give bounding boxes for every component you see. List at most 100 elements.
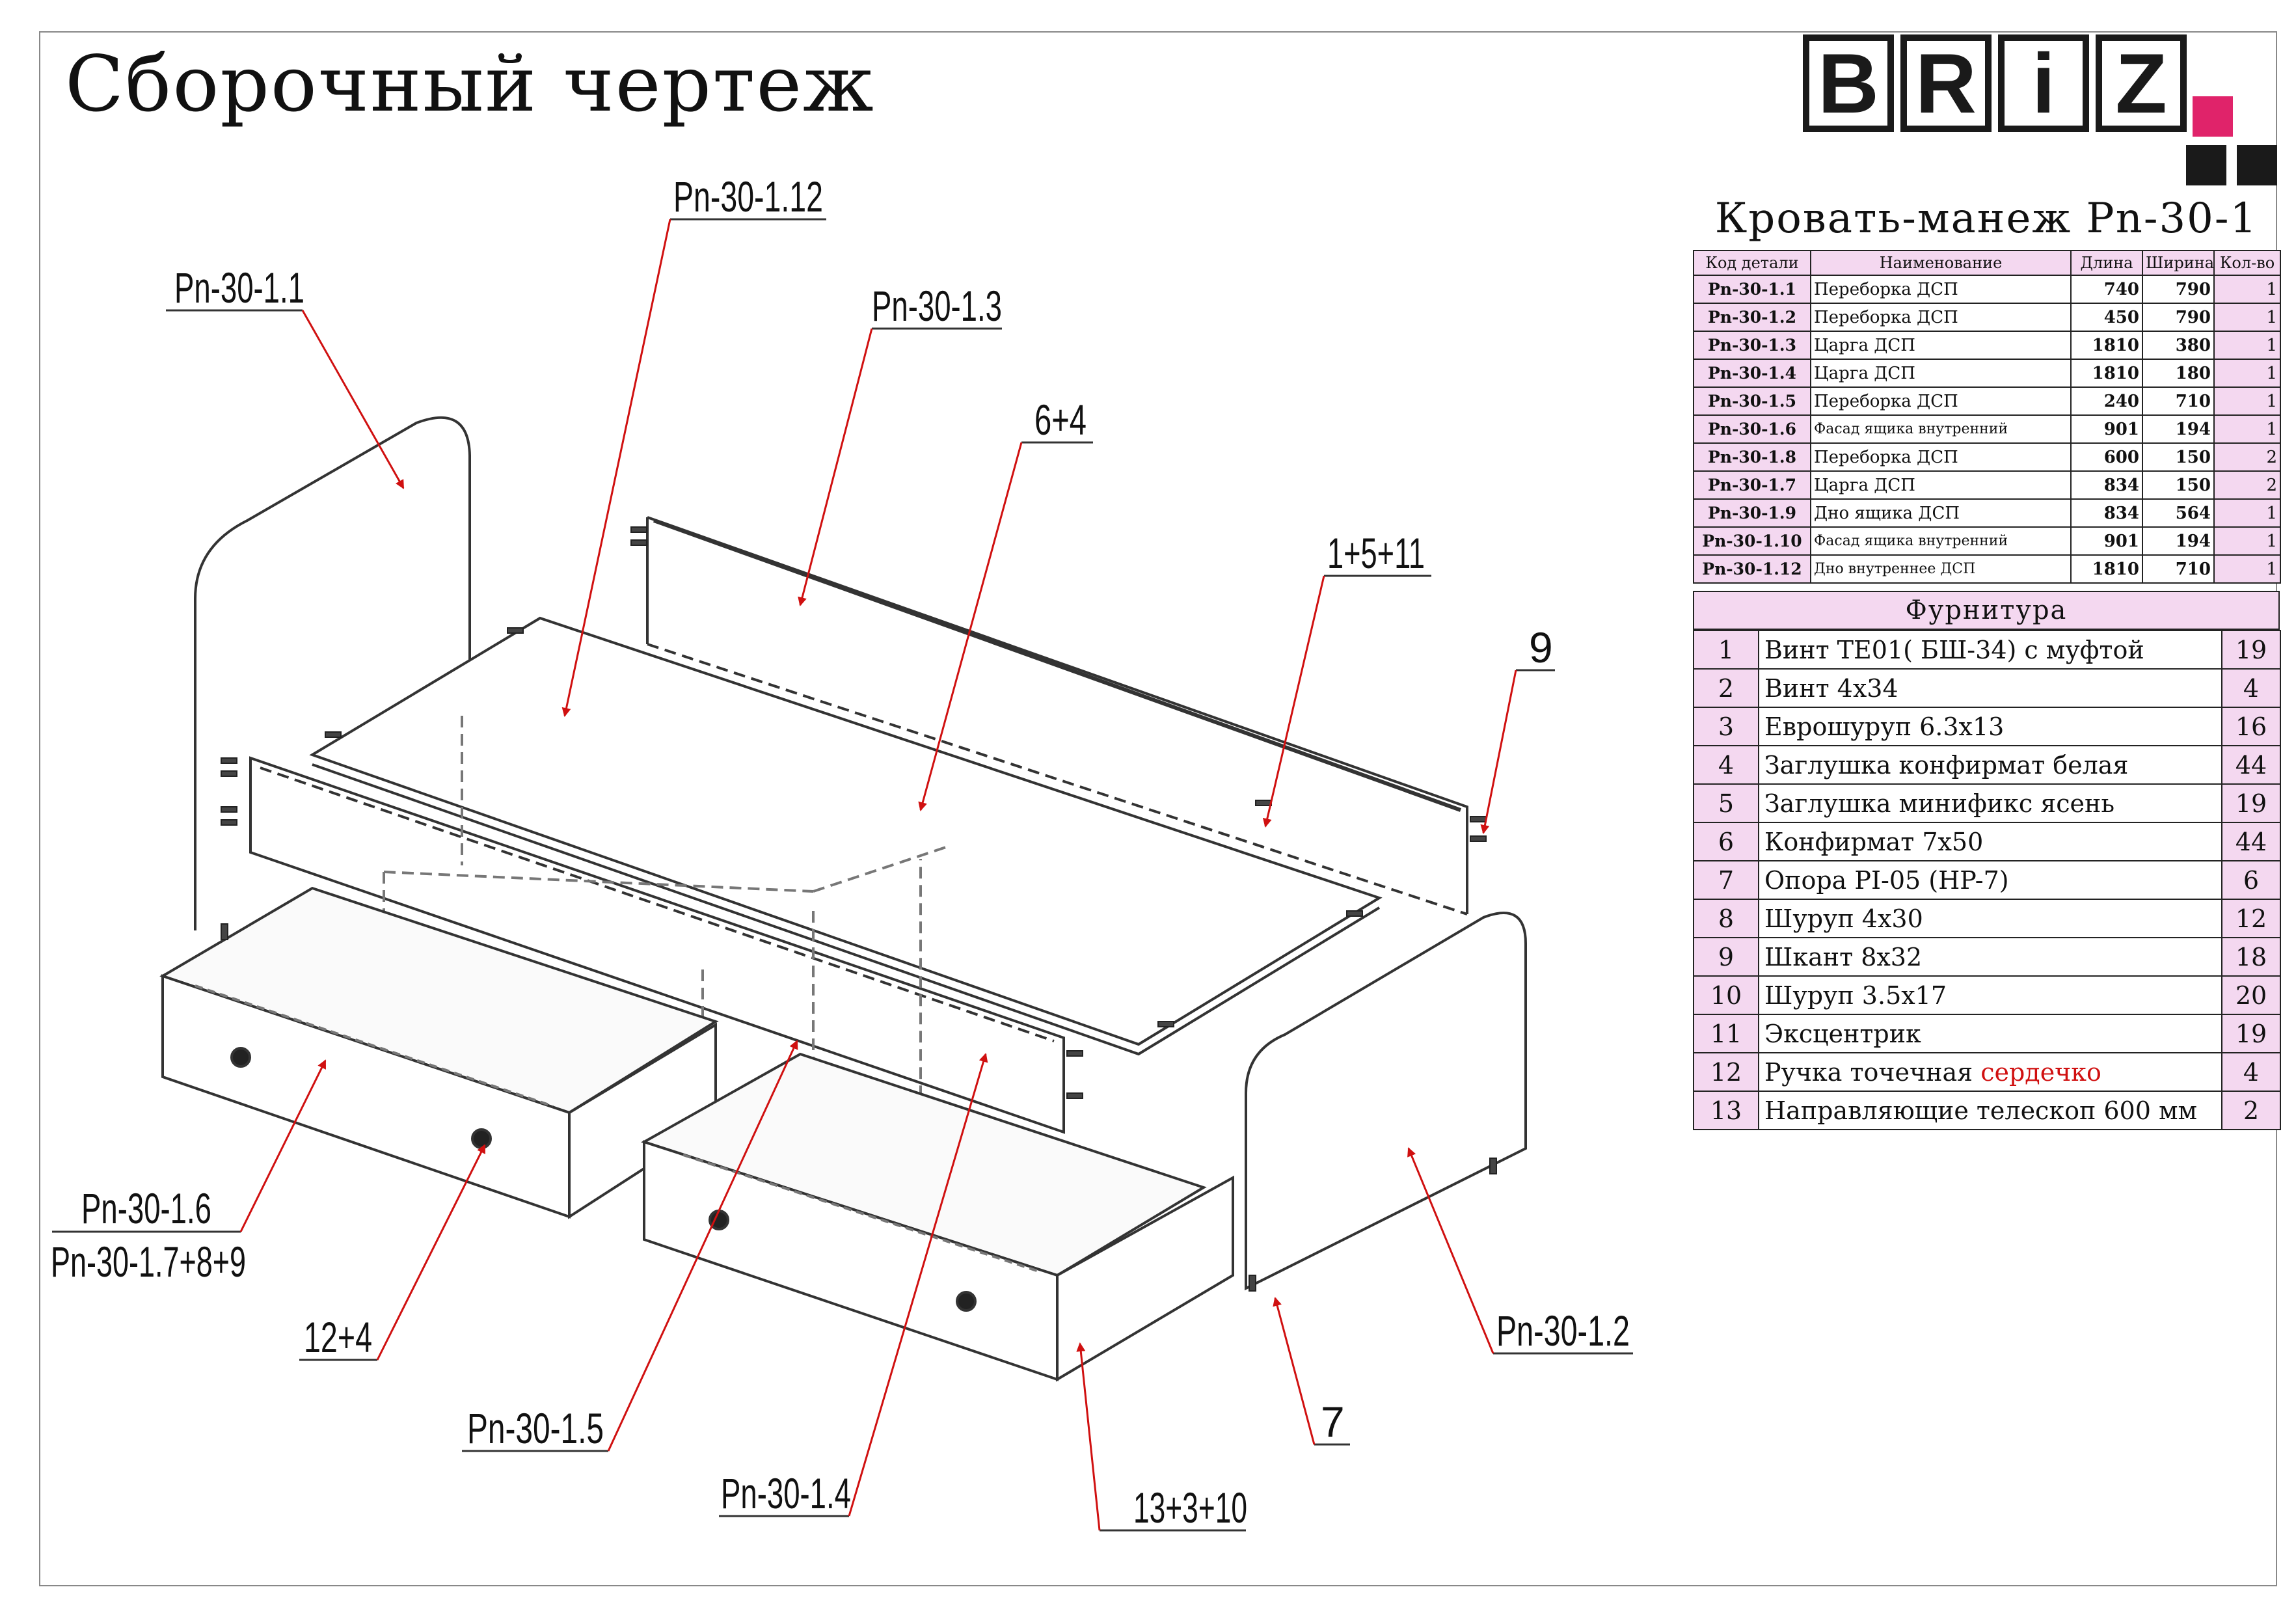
hw-number: 5 bbox=[1693, 783, 1759, 823]
hw-number: 8 bbox=[1693, 899, 1759, 938]
hw-number: 3 bbox=[1693, 707, 1759, 746]
part-length: 901 bbox=[2070, 414, 2143, 444]
leader-1-5-11 bbox=[1262, 575, 1325, 828]
hw-number: 6 bbox=[1693, 822, 1759, 861]
callout-pn-30-1-1: Pn-30-1.1 bbox=[174, 264, 304, 312]
part-qty: 1 bbox=[2213, 359, 2281, 388]
part-name: Фасад ящика внутренний bbox=[1810, 414, 2072, 444]
part-width: 710 bbox=[2142, 386, 2215, 416]
hardware-title: Фурнитура bbox=[1693, 591, 2280, 630]
part-length: 600 bbox=[2070, 442, 2143, 472]
part-qty: 1 bbox=[2213, 526, 2281, 556]
hw-name: Ручка точечная bbox=[1764, 1057, 1981, 1087]
logo-letter-b: B bbox=[1818, 36, 1879, 131]
part-length: 834 bbox=[2070, 470, 2143, 500]
part-width: 194 bbox=[2142, 414, 2215, 444]
header-length: Длина bbox=[2070, 250, 2143, 276]
part-name: Царга ДСП bbox=[1810, 331, 2072, 360]
part-drawer-right bbox=[641, 1052, 1234, 1382]
part-code: Pn-30-1.12 bbox=[1693, 554, 1811, 584]
leader-lines bbox=[52, 218, 1633, 1532]
part-length: 901 bbox=[2070, 526, 2143, 556]
part-width: 150 bbox=[2142, 442, 2215, 472]
leader-1-2 bbox=[1407, 1147, 1494, 1354]
logo-letters: B R i Z bbox=[1803, 34, 2187, 132]
page-title: Сборочный чертеж bbox=[65, 39, 875, 129]
part-code: Pn-30-1.5 bbox=[1693, 386, 1811, 416]
part-back-panel bbox=[646, 516, 1468, 915]
part-qty: 1 bbox=[2213, 275, 2281, 304]
callout-6-4: 6+4 bbox=[1034, 396, 1087, 444]
hw-qty: 12 bbox=[2221, 899, 2281, 938]
part-qty: 2 bbox=[2213, 470, 2281, 500]
part-name: Дно внутреннее ДСП bbox=[1810, 554, 2072, 584]
hw-qty: 18 bbox=[2221, 937, 2281, 977]
part-name: Переборка ДСП bbox=[1810, 386, 2072, 416]
part-code: Pn-30-1.7 bbox=[1693, 470, 1811, 500]
part-width: 564 bbox=[2142, 498, 2215, 528]
product-title: Кровать-манеж Pn-30-1 bbox=[1714, 195, 2258, 243]
hw-number: 10 bbox=[1693, 975, 1759, 1015]
leader-12-4 bbox=[376, 1144, 486, 1361]
hw-name: Заглушка минификс ясень bbox=[1758, 783, 2222, 823]
hw-name-highlight: сердечко bbox=[1980, 1057, 2101, 1087]
hw-qty: 6 bbox=[2221, 860, 2281, 900]
part-name: Царга ДСП bbox=[1810, 359, 2072, 388]
part-qty: 1 bbox=[2213, 554, 2281, 584]
part-name: Царга ДСП bbox=[1810, 470, 2072, 500]
logo-letter-r: R bbox=[1915, 36, 1977, 131]
callout-pn-30-1-2: Pn-30-1.2 bbox=[1496, 1307, 1630, 1355]
part-width: 710 bbox=[2142, 554, 2215, 584]
part-name: Переборка ДСП bbox=[1810, 303, 2072, 332]
hw-name: Конфирмат 7х50 bbox=[1758, 822, 2222, 861]
part-code: Pn-30-1.2 bbox=[1693, 303, 1811, 332]
part-length: 1810 bbox=[2070, 554, 2143, 584]
callout-9: 9 bbox=[1529, 623, 1553, 671]
callout-12-4: 12+4 bbox=[304, 1313, 372, 1361]
part-name: Дно ящика ДСП bbox=[1810, 498, 2072, 528]
part-length: 1810 bbox=[2070, 331, 2143, 360]
hw-name: Шкант 8х32 bbox=[1758, 937, 2222, 977]
callout-7: 7 bbox=[1321, 1398, 1345, 1446]
part-code: Pn-30-1.4 bbox=[1693, 359, 1811, 388]
part-width: 790 bbox=[2142, 303, 2215, 332]
callout-1-5-11: 1+5+11 bbox=[1327, 529, 1425, 577]
leader-1-1 bbox=[301, 310, 405, 489]
part-qty: 1 bbox=[2213, 331, 2281, 360]
part-qty: 1 bbox=[2213, 303, 2281, 332]
part-length: 834 bbox=[2070, 498, 2143, 528]
header-qty: Кол-во bbox=[2213, 250, 2281, 276]
hw-qty: 4 bbox=[2221, 668, 2281, 708]
hw-qty: 20 bbox=[2221, 975, 2281, 1015]
logo-letter-i: i bbox=[2032, 36, 2055, 131]
parts-table-header: Код детали Наименование Длина Ширина Кол… bbox=[1693, 250, 2281, 276]
part-length: 240 bbox=[2070, 386, 2143, 416]
part-drawer-left bbox=[159, 886, 719, 1219]
part-name: Переборка ДСП bbox=[1810, 442, 2072, 472]
callout-pn-30-1-4: Pn-30-1.4 bbox=[721, 1469, 851, 1517]
hw-name: Опора PI-05 (HP-7) bbox=[1758, 860, 2222, 900]
hw-name: Шуруп 3.5х17 bbox=[1758, 975, 2222, 1015]
leader-13-3-10 bbox=[1076, 1342, 1101, 1531]
part-name: Переборка ДСП bbox=[1810, 275, 2072, 304]
leader-1-5 bbox=[607, 1040, 798, 1452]
briz-logo: B R i Z bbox=[1803, 34, 2277, 185]
hw-number: 4 bbox=[1693, 745, 1759, 785]
callout-labels: Pn-30-1.12 Pn-30-1.1 Pn-30-1.3 6+4 1+5+1… bbox=[51, 172, 1630, 1532]
part-code: Pn-30-1.6 bbox=[1693, 414, 1811, 444]
part-length: 1810 bbox=[2070, 359, 2143, 388]
hw-name: Винт 4х34 bbox=[1758, 668, 2222, 708]
callout-13-3-10: 13+3+10 bbox=[1133, 1484, 1247, 1532]
